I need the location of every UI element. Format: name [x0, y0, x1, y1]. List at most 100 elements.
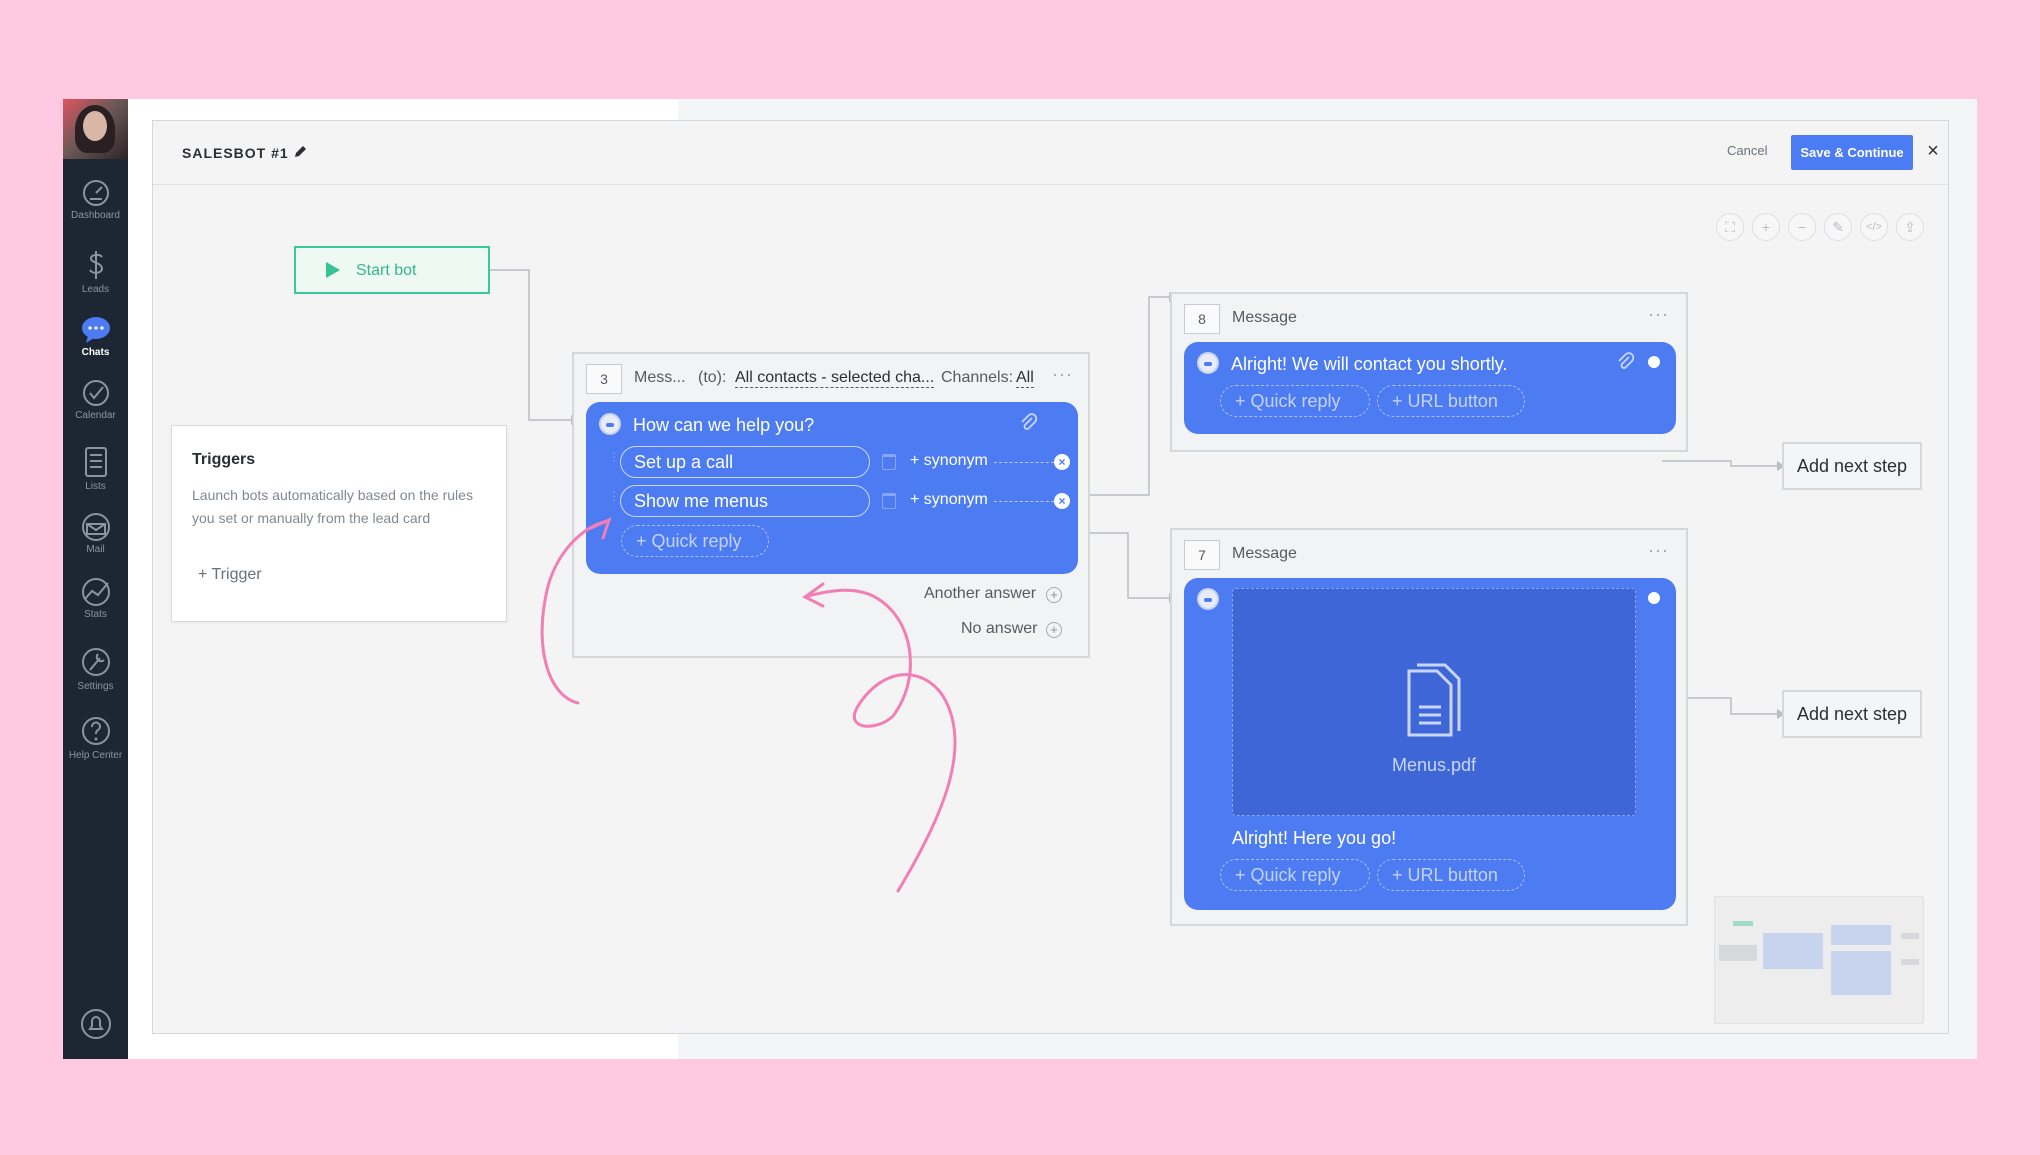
help-icon	[81, 717, 110, 745]
zoom-out-button[interactable]: −	[1788, 213, 1816, 241]
fullscreen-button[interactable]: ⛶	[1716, 213, 1744, 241]
step-title: Message	[1232, 309, 1297, 326]
sidebar-item-dashboard[interactable]: Dashboard	[63, 174, 128, 238]
sidebar-item-settings[interactable]: Settings	[63, 641, 128, 705]
message-step-8[interactable]: 8 Message ··· Alright! We will contact y…	[1170, 292, 1688, 452]
bot-icon	[1197, 352, 1219, 374]
step-menu-icon[interactable]: ···	[1648, 540, 1669, 560]
answer-output-icon[interactable]: ×	[1054, 454, 1070, 470]
modal-header: SALESBOT #1 Cancel Save & Continue ×	[153, 121, 1948, 185]
file-name: Menus.pdf	[1391, 755, 1477, 775]
drag-handle-icon[interactable]: ⋮	[608, 450, 620, 464]
start-bot-label: Start bot	[356, 262, 417, 279]
mail-icon	[81, 513, 110, 541]
export-button[interactable]: ⇪	[1896, 213, 1924, 241]
attachment-icon[interactable]	[1616, 351, 1634, 373]
answer-pill[interactable]: Set up a call	[620, 446, 870, 478]
add-next-step-button[interactable]: Add next step	[1782, 690, 1922, 738]
app-window: Dashboard Leads Chats Calendar Lists Mai…	[63, 99, 1977, 1059]
message-step-7[interactable]: 7 Message ··· Menus.pdf Alright! Here	[1170, 528, 1688, 926]
cancel-button[interactable]: Cancel	[1727, 143, 1768, 158]
synonym-connector	[994, 501, 1054, 502]
another-answer-label: Another answer	[924, 585, 1037, 602]
another-answer-add-icon[interactable]: +	[1046, 587, 1062, 603]
step-title: Mess...	[634, 369, 686, 386]
stats-icon	[81, 578, 110, 606]
pencil-icon[interactable]	[293, 145, 307, 159]
answer-pill[interactable]: Show me menus	[620, 485, 870, 517]
message-text[interactable]: How can we help you?	[633, 415, 815, 435]
no-answer-label: No answer	[961, 620, 1038, 637]
code-button[interactable]: </>	[1860, 213, 1888, 241]
quick-reply-button[interactable]: + Quick reply	[1220, 385, 1370, 417]
list-icon	[84, 447, 107, 477]
drag-handle-icon[interactable]: ⋮	[608, 489, 620, 503]
sidebar-item-stats[interactable]: Stats	[63, 573, 128, 637]
bot-canvas[interactable]: ⛶ + − ✎ </> ⇪ Start bot Triggers Launch …	[153, 186, 1948, 1034]
output-connector[interactable]	[1646, 354, 1662, 370]
trash-icon[interactable]	[882, 493, 896, 509]
url-button-button[interactable]: + URL button	[1377, 859, 1525, 891]
magic-wand-button[interactable]: ✎	[1824, 213, 1852, 241]
no-answer-add-icon[interactable]: +	[1046, 622, 1062, 638]
triggers-title: Triggers	[192, 451, 256, 468]
sidebar-item-label: Chats	[81, 347, 110, 358]
sidebar-item-help-center[interactable]: Help Center	[63, 710, 128, 774]
sidebar-item-label: Lists	[85, 481, 106, 492]
add-trigger-button[interactable]: + Trigger	[198, 566, 262, 583]
recipients-selector[interactable]: All contacts - selected cha...	[735, 369, 935, 388]
answer-output-icon[interactable]: ×	[1054, 493, 1070, 509]
step-number: 8	[1184, 304, 1220, 334]
add-next-step-button[interactable]: Add next step	[1782, 442, 1922, 490]
file-attachment[interactable]: Menus.pdf	[1232, 588, 1636, 816]
step-menu-icon[interactable]: ···	[1052, 364, 1073, 384]
quick-reply-button[interactable]: + Quick reply	[621, 525, 769, 557]
sidebar-item-label: Mail	[86, 544, 105, 555]
message-bubble[interactable]: Alright! We will contact you shortly. + …	[1184, 342, 1676, 434]
sidebar-item-label: Dashboard	[71, 210, 120, 221]
close-icon[interactable]: ×	[1927, 140, 1939, 162]
step-title: Message	[1232, 545, 1297, 562]
sidebar-item-notifications[interactable]	[63, 1004, 128, 1059]
sidebar-item-calendar[interactable]: Calendar	[63, 374, 128, 438]
step-number: 3	[586, 364, 622, 394]
document-icon	[1407, 663, 1461, 737]
avatar[interactable]	[63, 99, 128, 159]
message-bubble[interactable]: Menus.pdf Alright! Here you go! + Quick …	[1184, 578, 1676, 910]
output-connector[interactable]	[1646, 590, 1662, 606]
bot-icon	[599, 413, 621, 435]
minimap[interactable]	[1714, 896, 1924, 1024]
message-bubble[interactable]: How can we help you? ⋮ Set up a call + s…	[586, 402, 1078, 574]
sidebar-item-chats[interactable]: Chats	[63, 311, 128, 375]
step-menu-icon[interactable]: ···	[1648, 304, 1669, 324]
add-synonym-button[interactable]: + synonym	[910, 452, 988, 469]
bot-icon	[1197, 588, 1219, 610]
channels-selector[interactable]: All	[1016, 369, 1034, 388]
save-continue-button[interactable]: Save & Continue	[1791, 135, 1913, 170]
sidebar-item-leads[interactable]: Leads	[63, 244, 128, 308]
synonym-connector	[994, 462, 1054, 463]
zoom-in-button[interactable]: +	[1752, 213, 1780, 241]
attachment-icon[interactable]	[1019, 412, 1037, 434]
sidebar-item-lists[interactable]: Lists	[63, 441, 128, 505]
add-synonym-button[interactable]: + synonym	[910, 491, 988, 508]
quick-reply-button[interactable]: + Quick reply	[1220, 859, 1370, 891]
sidebar-item-label: Calendar	[75, 410, 116, 421]
message-step-3[interactable]: 3 Mess... (to): All contacts - selected …	[572, 352, 1090, 658]
wrench-icon	[81, 648, 110, 676]
salesbot-editor-modal: SALESBOT #1 Cancel Save & Continue ×	[152, 120, 1949, 1034]
channels-label: Channels:	[941, 369, 1014, 386]
trash-icon[interactable]	[882, 454, 896, 470]
start-bot-node[interactable]: Start bot	[294, 246, 490, 294]
url-button-button[interactable]: + URL button	[1377, 385, 1525, 417]
sidebar-item-label: Stats	[84, 609, 107, 620]
step-number: 7	[1184, 540, 1220, 570]
message-text[interactable]: Alright! We will contact you shortly.	[1231, 354, 1508, 374]
message-text[interactable]: Alright! Here you go!	[1232, 828, 1397, 848]
sidebar-item-label: Settings	[77, 681, 114, 692]
sidebar: Dashboard Leads Chats Calendar Lists Mai…	[63, 99, 128, 1059]
bell-icon	[80, 1009, 111, 1039]
to-label: (to):	[698, 369, 727, 386]
dashboard-icon	[82, 180, 109, 206]
sidebar-item-mail[interactable]: Mail	[63, 508, 128, 572]
